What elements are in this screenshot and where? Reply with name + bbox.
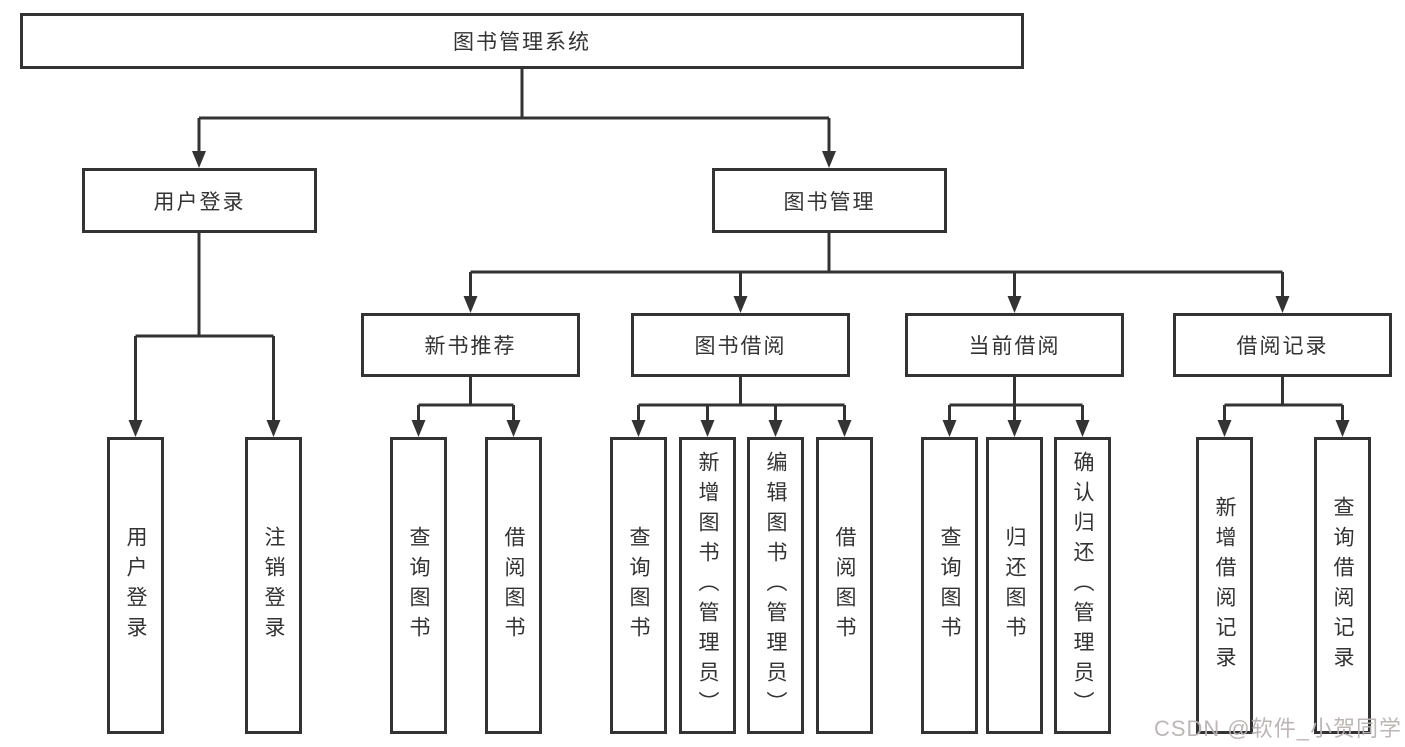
node-label: 当前借阅 bbox=[968, 335, 1061, 358]
node-label: 图书管理 bbox=[783, 190, 876, 214]
leaf-borrow-books: 借阅图书 bbox=[816, 437, 873, 734]
leaf-label: 新增图书（管理员） bbox=[696, 450, 719, 721]
node-current-borrowing: 当前借阅 bbox=[905, 313, 1124, 377]
leaf-query-borrow-record: 查询借阅记录 bbox=[1314, 437, 1371, 734]
leaf-label: 用户登录 bbox=[124, 525, 147, 646]
node-borrowing-records: 借阅记录 bbox=[1173, 313, 1392, 377]
csdn-watermark: CSDN @软件_小贺同学 bbox=[1153, 716, 1402, 741]
node-label: 用户登录 bbox=[153, 190, 246, 214]
node-label: 借阅记录 bbox=[1236, 335, 1329, 358]
node-book-management: 图书管理 bbox=[712, 168, 947, 233]
leaf-logout: 注销登录 bbox=[245, 437, 302, 734]
arrowhead-icons bbox=[128, 151, 1350, 437]
tree-edges bbox=[134, 69, 1344, 422]
leaf-label: 借阅图书 bbox=[502, 525, 525, 646]
leaf-label: 注销登录 bbox=[262, 525, 285, 646]
leaf-label: 归还图书 bbox=[1003, 525, 1026, 646]
leaf-confirm-return-admin: 确认归还（管理员） bbox=[1054, 437, 1111, 734]
leaf-query-books-borrowing: 查询图书 bbox=[610, 437, 667, 734]
leaf-label: 新增借阅记录 bbox=[1213, 495, 1236, 676]
node-label: 图书借阅 bbox=[694, 335, 787, 358]
leaf-query-books-recommend: 查询图书 bbox=[390, 437, 447, 734]
node-label: 图书管理系统 bbox=[453, 31, 591, 54]
leaf-edit-books-admin: 编辑图书（管理员） bbox=[747, 437, 804, 734]
leaf-label: 确认归还（管理员） bbox=[1071, 450, 1094, 721]
leaf-borrow-books-recommend: 借阅图书 bbox=[485, 437, 542, 734]
leaf-label: 查询借阅记录 bbox=[1331, 495, 1354, 676]
leaf-add-borrow-record: 新增借阅记录 bbox=[1196, 437, 1253, 734]
leaf-label: 查询图书 bbox=[407, 525, 430, 646]
node-book-borrowing: 图书借阅 bbox=[631, 313, 850, 377]
leaf-return-books: 归还图书 bbox=[986, 437, 1043, 734]
leaf-label: 查询图书 bbox=[938, 525, 961, 646]
leaf-add-books-admin: 新增图书（管理员） bbox=[679, 437, 736, 734]
leaf-label: 查询图书 bbox=[627, 525, 650, 646]
node-label: 新书推荐 bbox=[424, 335, 517, 358]
leaf-label: 编辑图书（管理员） bbox=[764, 450, 787, 721]
node-user-login: 用户登录 bbox=[82, 168, 317, 233]
node-new-book-recommendation: 新书推荐 bbox=[361, 313, 580, 377]
leaf-label: 借阅图书 bbox=[833, 525, 856, 646]
leaf-query-books-current: 查询图书 bbox=[921, 437, 978, 734]
leaf-user-login: 用户登录 bbox=[107, 437, 164, 734]
node-library-management-system: 图书管理系统 bbox=[20, 13, 1024, 69]
